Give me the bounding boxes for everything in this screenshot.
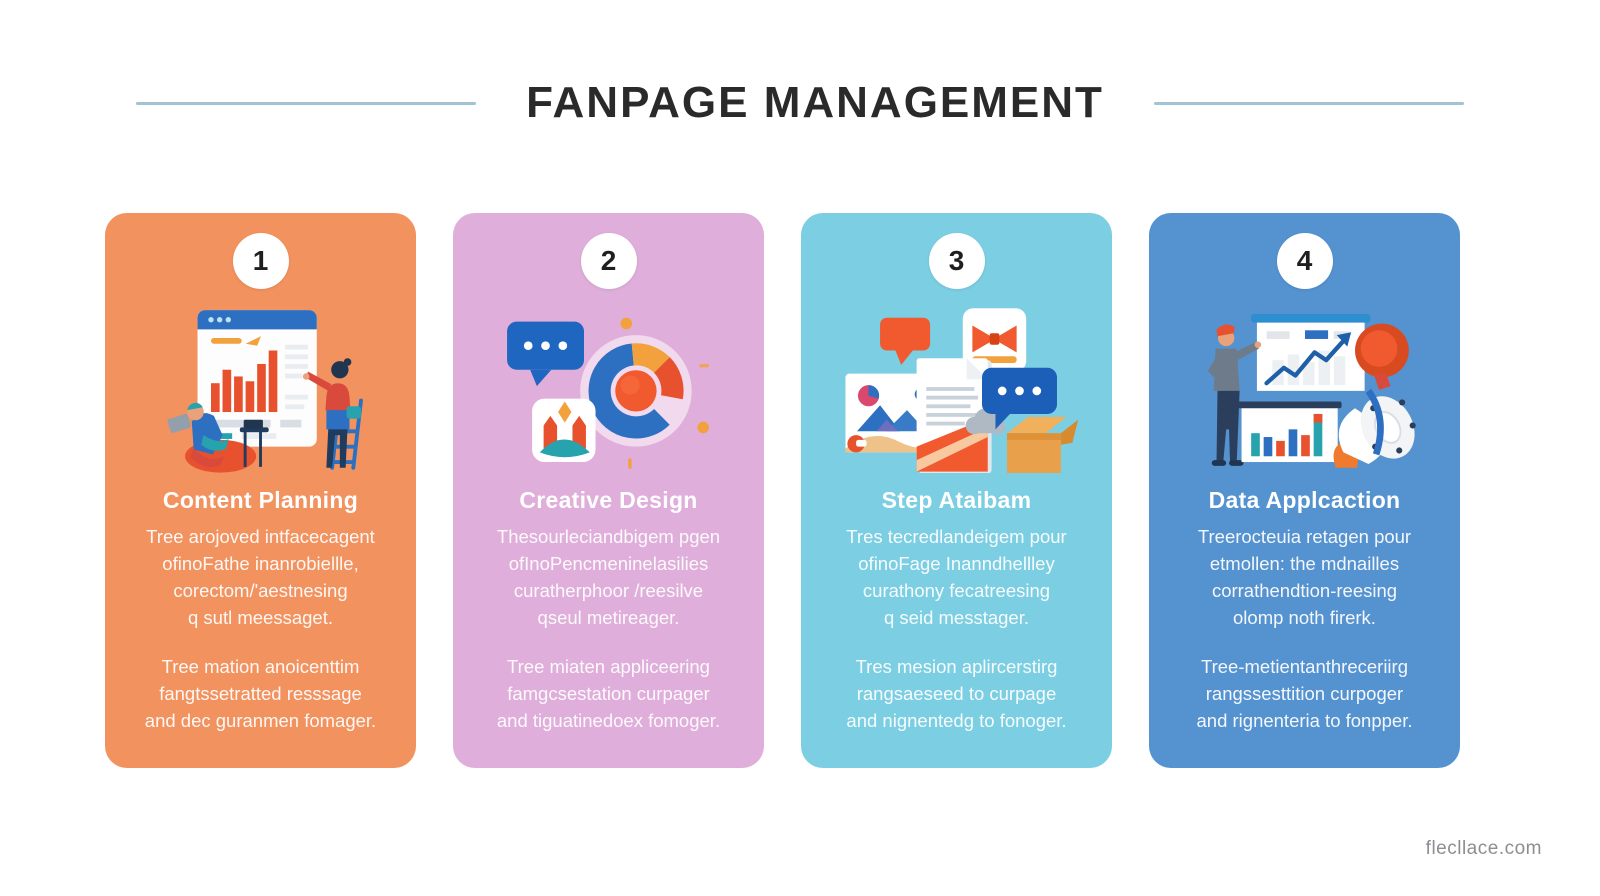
step-description-1b: Tree mation anoicenttim fangtssetratted … [144,656,377,731]
donut-chart-illustration [506,317,709,469]
title-divider-right [1153,101,1464,105]
step-description-4b: Tree-metientanthreceriirg rangssesttitio… [1196,656,1413,731]
step-title-2: Creative Design [519,487,698,513]
content-assets-illustration [844,308,1078,473]
step-number-badge-2: 2 [580,233,637,289]
step-description-3b: Tres mesion aplircerstirg rangsaeseed to… [846,656,1067,731]
step-description-2b: Tree miaten appliceering famgcsestation … [496,656,721,731]
step-number-badge-3: 3 [928,233,985,289]
header: FANPAGE MANAGEMENT [0,78,1600,128]
step-title-3: Step Ataibam [881,487,1032,513]
step-description-3a: Tres tecredlandeigem pour ofinoFage Inan… [846,526,1067,628]
step-card-3: 3 [801,213,1112,768]
step-number-badge-1: 1 [232,233,289,289]
watermark: flecllace.com [1425,838,1542,859]
step-description-4a: Treerocteuia retagen pour etmollen: the … [1197,526,1412,628]
step-card-1: 1 [105,213,416,768]
step-card-2: 2 Creative [453,213,764,768]
title-divider-left [136,101,477,105]
steps-row: 1 [105,213,1460,768]
step-description-1a: Tree arojoved intfacecagent ofinoFathe i… [146,526,375,628]
step-number-badge-4: 4 [1276,233,1333,289]
step-title-1: Content Planning [162,487,359,513]
step-description-2a: Thesourleciandbigem pgen ofInoPencmenine… [496,526,721,628]
step-card-4: 4 [1149,213,1460,768]
step-title-4: Data Applcaction [1208,487,1401,513]
team-analytics-illustration [166,310,363,473]
data-presentation-illustration [1207,313,1416,468]
page-title: FANPAGE MANAGEMENT [526,78,1104,127]
